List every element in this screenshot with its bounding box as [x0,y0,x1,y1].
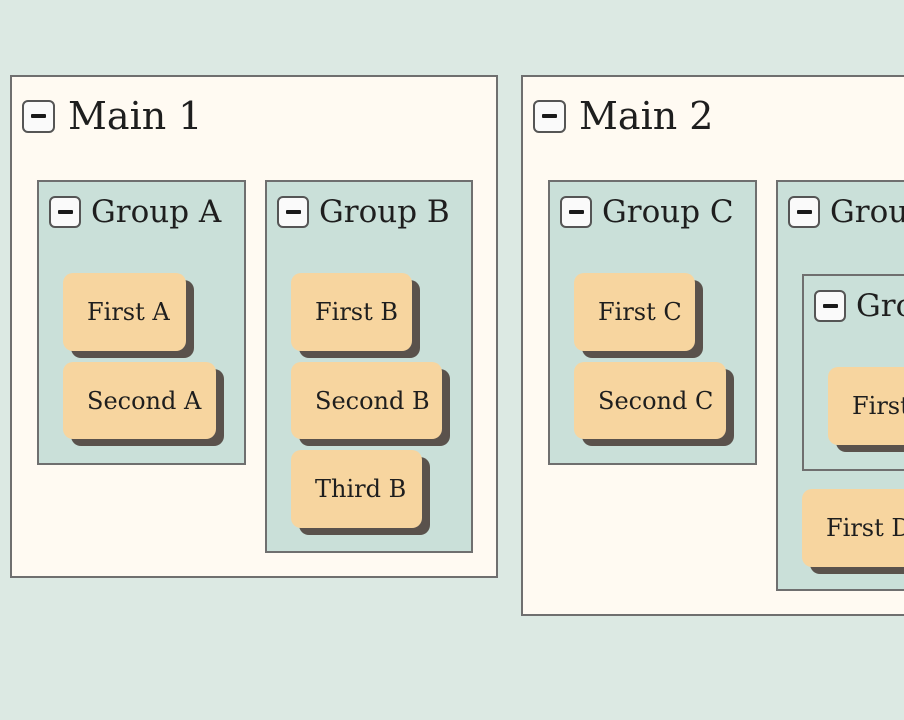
item-card[interactable]: Third B [291,450,422,528]
group-header-a: Group A [49,196,221,228]
collapse-button-group-d[interactable] [788,196,820,228]
item-card[interactable]: Second B [291,362,442,439]
group-panel-b: Group B First B Second B Third B [265,180,473,553]
item-label: Second C [598,386,714,415]
collapse-button-main-1[interactable] [22,99,55,133]
group-header-b: Group B [277,196,450,228]
minus-icon [285,210,301,214]
main-panel-2: Main 2 Group C First C Second C [521,75,904,616]
item-label: Second A [87,386,202,415]
item-card[interactable]: Second C [574,362,726,439]
main-header-1: Main 1 [22,97,202,135]
minus-icon [568,210,584,214]
collapse-button-group-a[interactable] [49,196,81,228]
group-header-c: Group C [560,196,734,228]
item-label: First [852,392,904,420]
item-card[interactable]: First [828,367,904,445]
group-title: Group [856,287,904,324]
group-title: Group D [830,193,904,230]
main-title: Main 2 [579,94,714,138]
main-title: Main 1 [68,94,203,138]
item-card[interactable]: First A [63,273,186,351]
minus-icon [57,210,73,214]
group-title: Group C [602,193,734,230]
collapse-button-group-b[interactable] [277,196,309,228]
item-card[interactable]: Second A [63,362,216,439]
item-label: Third B [315,475,407,503]
group-header-d: Group D [788,196,904,228]
item-label: Second B [315,386,430,415]
minus-icon [796,210,812,214]
collapse-button-group-c[interactable] [560,196,592,228]
group-panel-c: Group C First C Second C [548,180,757,465]
item-label: First A [87,298,170,326]
minus-icon [542,114,557,118]
item-card[interactable]: First B [291,273,412,351]
group-title: Group A [91,193,222,230]
item-card[interactable]: First C [574,273,695,351]
item-label: First B [315,298,399,326]
main-panel-1: Main 1 Group A First A Second A [10,75,498,578]
group-header-nested: Group [814,290,904,322]
main-header-2: Main 2 [533,97,713,135]
item-card[interactable]: First D [802,489,904,567]
item-label: First D [826,514,904,542]
collapse-button-main-2[interactable] [533,99,566,133]
group-title: Group B [319,193,450,230]
group-panel-a: Group A First A Second A [37,180,246,465]
minus-icon [822,304,838,308]
item-label: First C [598,298,682,326]
group-panel-d: Group D Group First First D [776,180,904,591]
minus-icon [31,114,46,118]
collapse-button-nested-group[interactable] [814,290,846,322]
group-panel-nested: Group First [802,274,904,471]
